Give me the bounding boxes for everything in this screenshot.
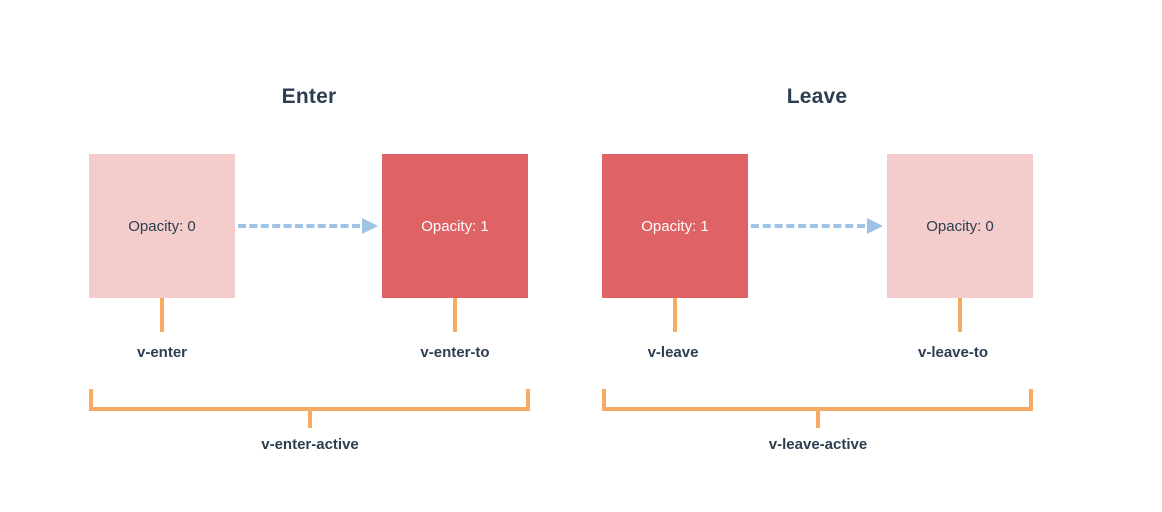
transition-arrow-leave [751,216,885,236]
arrow-head-icon [362,218,378,234]
state-box-label: Opacity: 1 [641,217,709,235]
bracket-v-leave-active [602,389,1033,411]
arrow-line [751,224,865,228]
transition-arrow-enter [238,216,380,236]
state-box-v-enter: Opacity: 0 [89,154,235,298]
bracket-v-enter-active [89,389,530,411]
section-title-enter: Enter [281,85,337,108]
arrow-head-icon [867,218,883,234]
state-box-label: Opacity: 1 [421,217,489,235]
bracket-stem-v-enter-active [308,410,312,428]
connector-stem-v-enter-to [453,298,457,332]
state-box-v-leave-to: Opacity: 0 [887,154,1033,298]
section-title-leave: Leave [786,85,848,108]
state-box-label: Opacity: 0 [128,217,196,235]
class-label-v-enter-to: v-enter-to [420,344,490,361]
bracket-label-v-leave-active: v-leave-active [768,436,868,453]
connector-stem-v-leave [673,298,677,332]
arrow-line [238,224,360,228]
bracket-stem-v-leave-active [816,410,820,428]
state-box-label: Opacity: 0 [926,217,994,235]
class-label-v-enter: v-enter [136,344,188,361]
bracket-label-v-enter-active: v-enter-active [261,436,359,453]
state-box-v-leave: Opacity: 1 [602,154,748,298]
class-label-v-leave: v-leave [647,344,699,361]
connector-stem-v-leave-to [958,298,962,332]
state-box-v-enter-to: Opacity: 1 [382,154,528,298]
connector-stem-v-enter [160,298,164,332]
class-label-v-leave-to: v-leave-to [917,344,989,361]
